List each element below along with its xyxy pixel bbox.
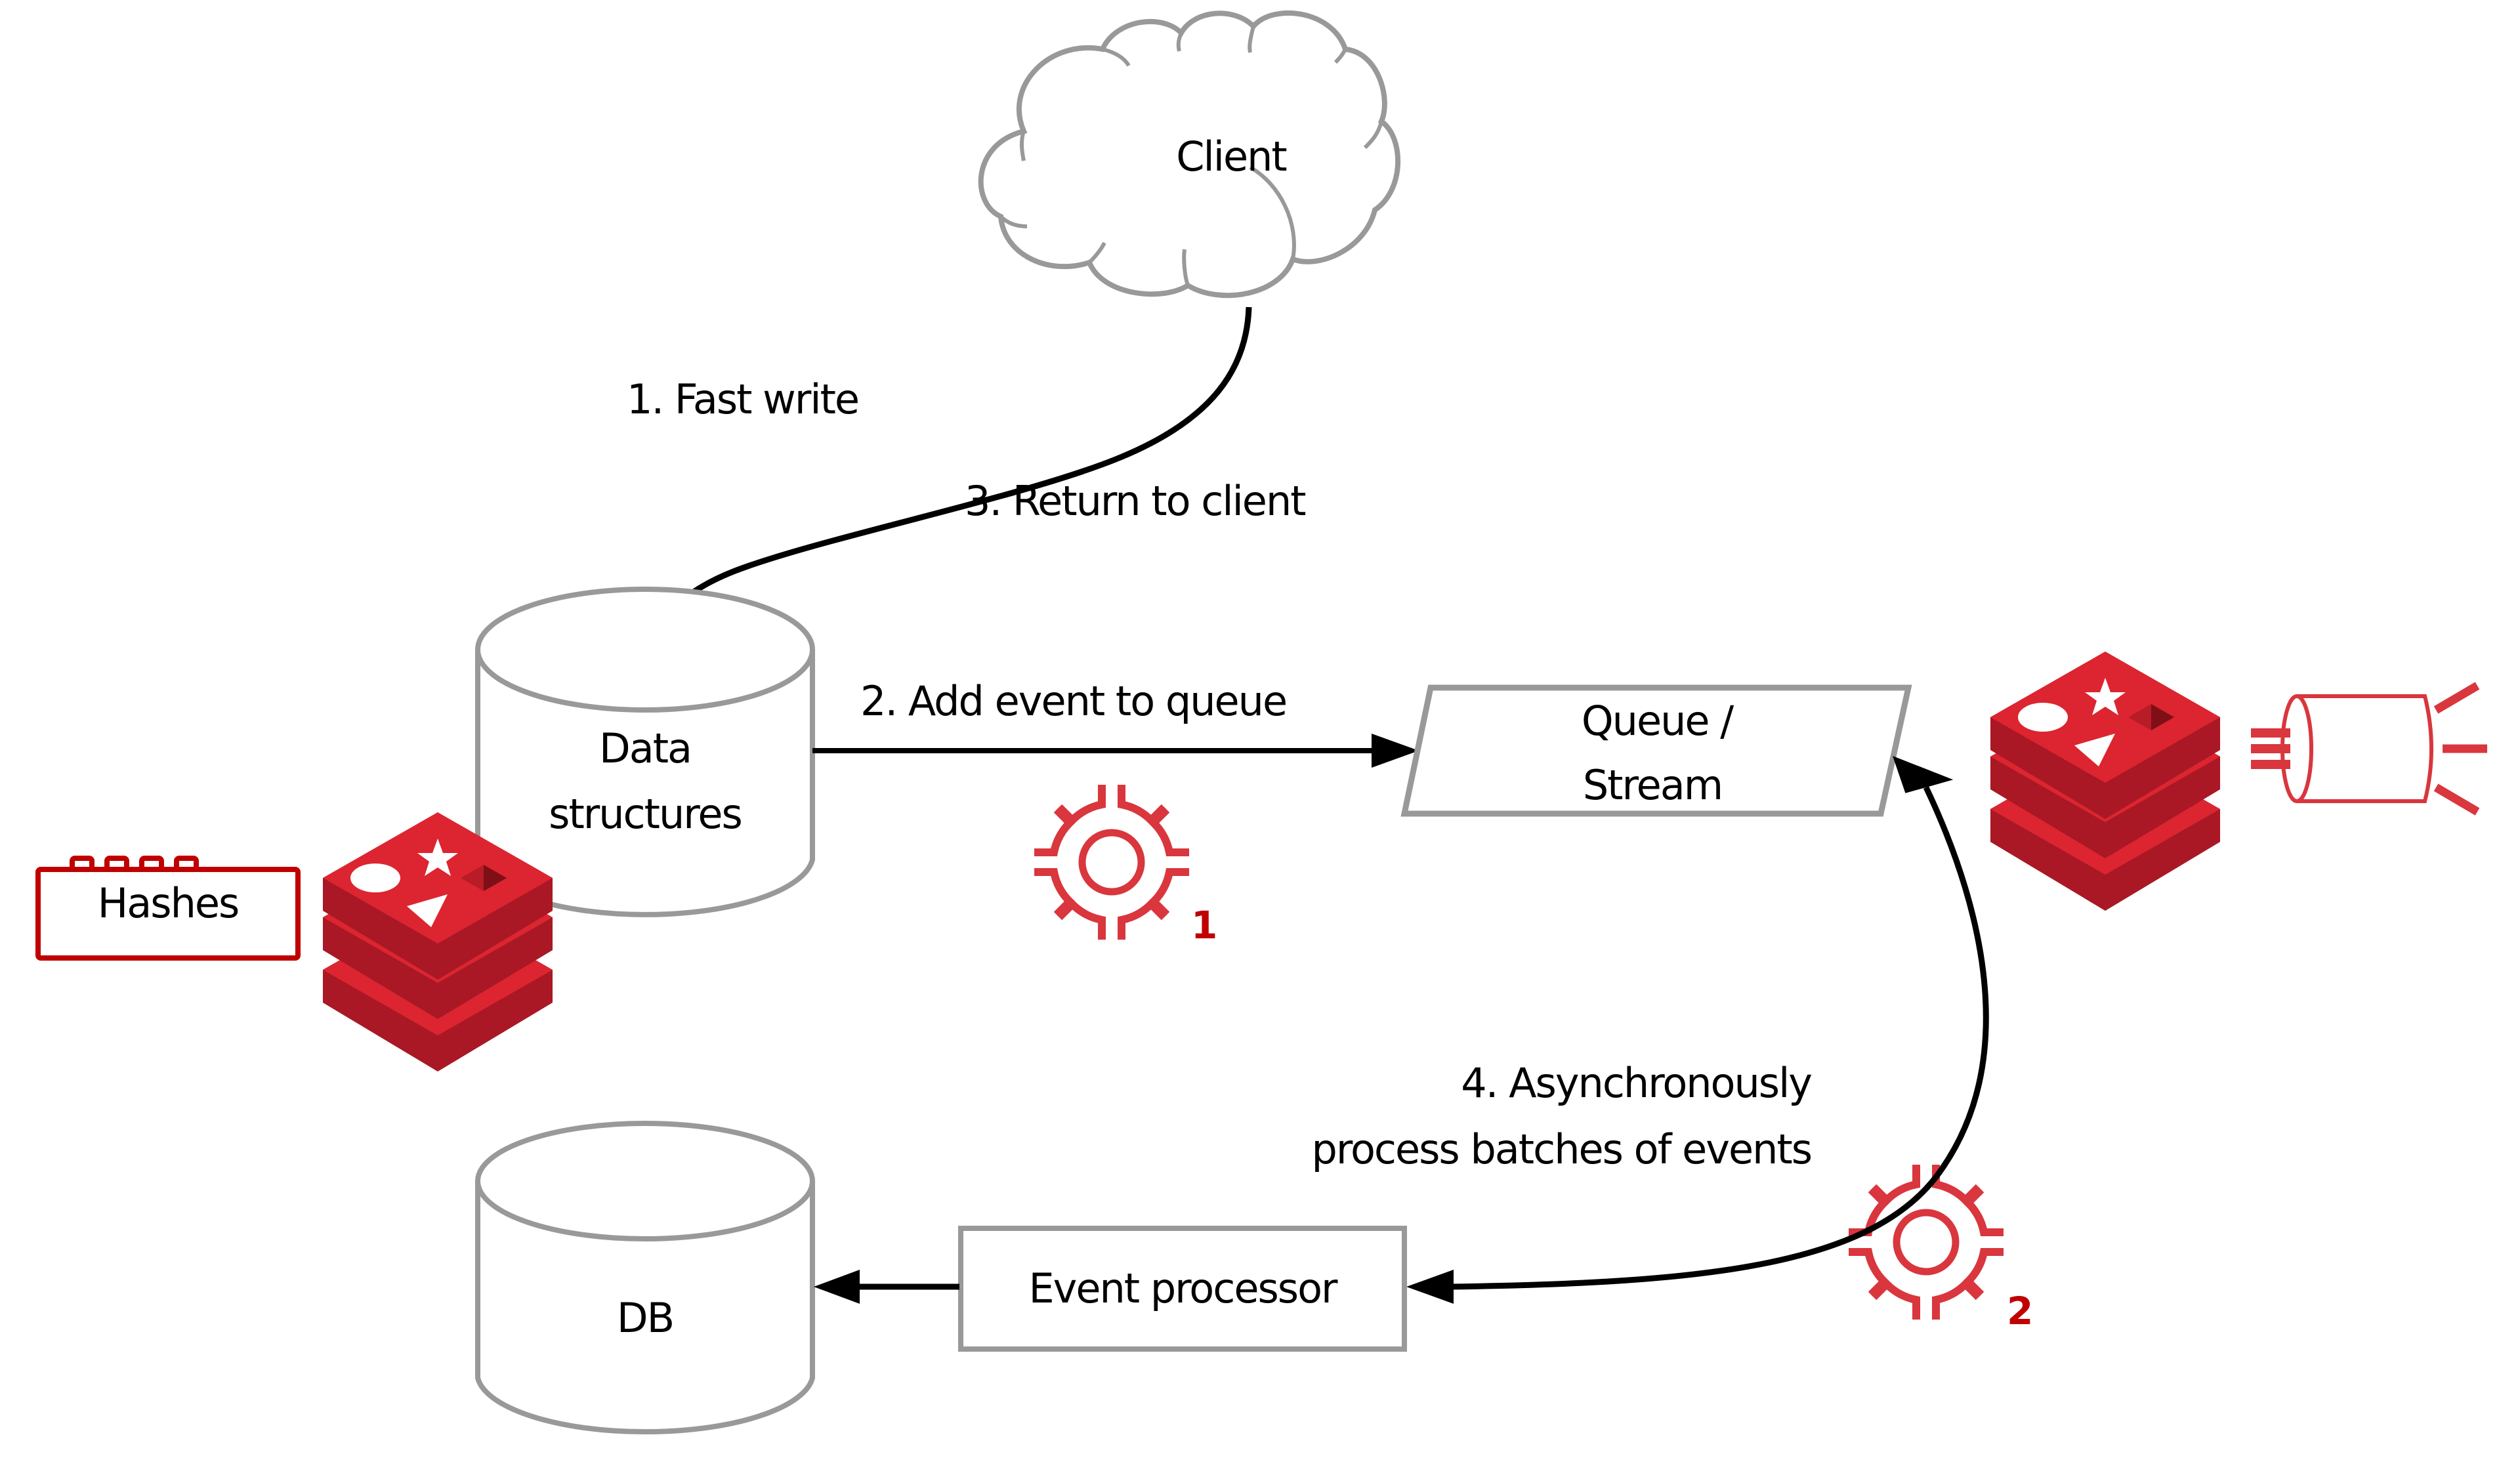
data-structures-label-line1: Data: [599, 724, 691, 772]
queue-label-line1: Queue /: [1582, 697, 1734, 745]
redis-logo-icon: [1990, 652, 2220, 911]
db-node: DB: [475, 1121, 815, 1435]
stream-icon: [2251, 682, 2487, 816]
to-db-arrowhead: [814, 1270, 860, 1304]
db-cylinder-top: [475, 1121, 815, 1241]
async-process-arrowhead-bottom: [1406, 1270, 1454, 1304]
db-cylinder-body: [475, 1181, 815, 1435]
add-event-label: 2. Add event to queue: [860, 677, 1286, 725]
client-label: Client: [1176, 133, 1286, 180]
async-process-label-line2: process batches of events: [1311, 1125, 1811, 1173]
queue-label-line2: Stream: [1583, 761, 1722, 809]
edge-to-db: [814, 1270, 959, 1304]
gear-icon: [1034, 785, 1189, 940]
async-process-arrowhead-top: [1893, 756, 1954, 793]
client-node: Client: [978, 10, 1400, 299]
return-to-client-label: 3. Return to client: [965, 477, 1305, 525]
fast-write-label: 1. Fast write: [627, 375, 858, 423]
hashes-label: Hashes: [98, 879, 239, 927]
gear-2-badge: 2: [2007, 1289, 2033, 1333]
queue-parallelogram: [1400, 684, 1912, 817]
db-label: DB: [617, 1294, 673, 1342]
gear-1: 1: [1034, 785, 1217, 948]
queue-node: Queue / Stream: [1400, 684, 1912, 817]
hashes-brick: [35, 867, 301, 961]
event-processor-label: Event processor: [1029, 1264, 1339, 1312]
gear-1-badge: 1: [1191, 903, 1217, 948]
gear-2: 2: [1849, 1165, 2033, 1333]
async-process-arrow: [1450, 786, 1989, 1290]
async-process-label-line1: 4. Asynchronously: [1461, 1059, 1811, 1107]
data-structures-cylinder-top: [475, 587, 815, 713]
add-event-arrowhead: [1372, 734, 1419, 768]
event-processor-box: [958, 1226, 1407, 1352]
event-processor-node: Event processor: [958, 1226, 1407, 1352]
hashes-node: Hashes: [35, 856, 301, 961]
edge-async-process: 4. Asynchronously process batches of eve…: [1311, 756, 1989, 1304]
edge-add-event: 2. Add event to queue: [812, 677, 1419, 768]
data-structures-label-line2: structures: [549, 790, 742, 838]
